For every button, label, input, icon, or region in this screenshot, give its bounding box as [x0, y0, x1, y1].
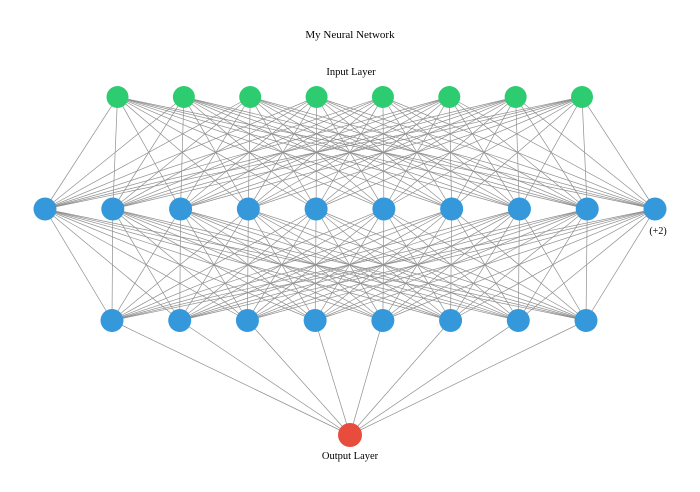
- connection-edge: [183, 96, 452, 210]
- connection-edge: [315, 208, 656, 321]
- connection-edge: [383, 96, 583, 210]
- connection-edge: [585, 208, 656, 321]
- connection-edge: [44, 96, 185, 210]
- hidden-1-node: [304, 197, 328, 221]
- connection-edge: [111, 208, 385, 321]
- hidden-2-node: [303, 309, 327, 332]
- connection-edge: [448, 96, 520, 210]
- output-layer-label: Output Layer: [321, 451, 379, 462]
- connection-edge: [449, 96, 656, 210]
- connection-edge: [111, 208, 452, 321]
- hidden-2-node: [574, 309, 598, 332]
- connection-edge: [111, 208, 588, 321]
- connection-edge: [349, 320, 519, 436]
- connection-edge: [515, 96, 588, 210]
- connection-edge: [314, 320, 351, 436]
- connection-edge: [581, 96, 588, 210]
- input-node: [504, 86, 527, 108]
- input-node: [106, 86, 129, 108]
- hidden-2-node: [371, 309, 395, 332]
- connection-edge: [117, 96, 181, 210]
- hidden-1-node: [372, 197, 396, 221]
- connection-edge: [183, 96, 385, 210]
- connection-edge: [44, 96, 118, 210]
- diagram-title: My Neural Network: [305, 29, 395, 41]
- hidden-1-node: [507, 197, 531, 221]
- connection-edge: [183, 96, 317, 210]
- connection-edge: [518, 208, 656, 321]
- connection-edge: [316, 96, 588, 210]
- hidden-2-node: [168, 309, 192, 332]
- connection-edge: [183, 96, 249, 210]
- connection-edge: [111, 208, 656, 321]
- hidden-1-node: [643, 197, 667, 221]
- connection-edge: [248, 96, 583, 210]
- connection-edge: [316, 96, 452, 210]
- connection-edge: [180, 96, 583, 210]
- input-node: [571, 86, 593, 108]
- connection-edge: [451, 96, 583, 210]
- connection-edge: [247, 208, 656, 321]
- connection-edge: [449, 96, 588, 210]
- connection-edge: [44, 96, 583, 210]
- connection-edge: [382, 96, 656, 210]
- connection-edge: [44, 96, 251, 210]
- connection-edge: [117, 96, 385, 210]
- connection-edge: [44, 96, 384, 210]
- hidden-1-node: [440, 197, 464, 221]
- hidden-2-node: [235, 309, 259, 332]
- connection-edge: [349, 320, 451, 436]
- connection-edge: [111, 208, 520, 321]
- input-node: [371, 86, 394, 108]
- connection-edge: [179, 208, 656, 321]
- connection-edge: [250, 96, 520, 210]
- connection-edge: [581, 96, 656, 210]
- connection-edge: [179, 320, 351, 436]
- input-node: [172, 86, 195, 108]
- connection-edge: [382, 96, 452, 210]
- hidden-overflow-annotation: (+2): [649, 226, 667, 237]
- connection-edge: [349, 320, 587, 436]
- connection-edge: [111, 208, 114, 321]
- connection-edge: [112, 96, 583, 210]
- connection-edge: [247, 320, 351, 436]
- connection-edge: [349, 320, 384, 436]
- connection-edge: [111, 320, 351, 436]
- input-node: [438, 86, 461, 108]
- connection-edge: [44, 96, 317, 210]
- output-node: [338, 423, 362, 447]
- connection-edge: [382, 208, 656, 321]
- connection-edge: [382, 96, 588, 210]
- connection-edge: [44, 96, 516, 210]
- connection-edge: [382, 96, 520, 210]
- input-node: [239, 86, 262, 108]
- connection-edge: [249, 96, 317, 210]
- connection-edge: [519, 96, 583, 210]
- connection-edge: [315, 96, 583, 210]
- input-node: [305, 86, 328, 108]
- hidden-2-node: [100, 309, 124, 332]
- connection-edge: [316, 96, 385, 210]
- hidden-1-node: [101, 197, 125, 221]
- hidden-1-node: [33, 197, 57, 221]
- hidden-1-node: [169, 197, 193, 221]
- connection-edge: [117, 96, 317, 210]
- connection-edge: [249, 96, 385, 210]
- connection-edge: [44, 208, 113, 321]
- hidden-1-node: [575, 197, 599, 221]
- input-layer-label: Input Layer: [326, 67, 376, 78]
- hidden-1-node: [236, 197, 260, 221]
- connection-edge: [111, 208, 181, 321]
- connection-edge: [117, 96, 249, 210]
- connection-edge: [450, 208, 656, 321]
- connection-edge: [44, 96, 450, 210]
- connection-edge: [111, 208, 249, 321]
- hidden-2-node: [506, 309, 530, 332]
- connection-edge: [111, 208, 317, 321]
- connection-edge: [316, 96, 520, 210]
- connection-edge: [515, 96, 656, 210]
- hidden-2-node: [439, 309, 463, 332]
- connection-edge: [250, 96, 452, 210]
